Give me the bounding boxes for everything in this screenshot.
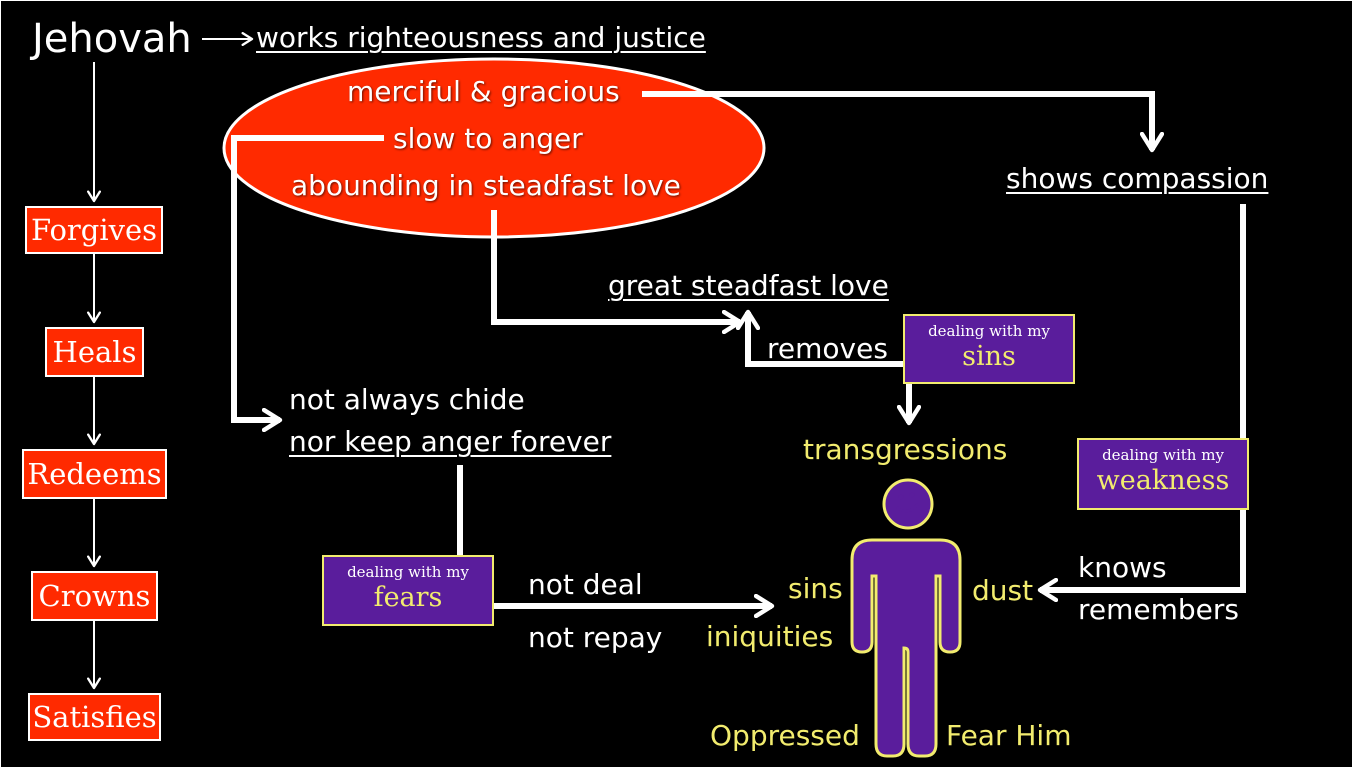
shows-compassion-text: shows compassion — [1006, 162, 1269, 195]
arrow-removes-bracket — [748, 312, 905, 367]
person-figure — [850, 478, 962, 758]
attribute-merciful: merciful & gracious — [347, 75, 620, 108]
dealing-weakness-box: dealing with my weakness — [1077, 438, 1249, 510]
transgressions-text: transgressions — [803, 433, 1008, 466]
box-satisfies: Satisfies — [28, 693, 161, 741]
arrow-slow-chide — [231, 135, 384, 420]
not-always-chide-text: not always chide — [289, 383, 525, 416]
attribute-slow-to-anger: slow to anger — [393, 122, 583, 155]
box-heals: Heals — [45, 327, 144, 377]
attribute-abounding: abounding in steadfast love — [291, 169, 681, 202]
nor-keep-anger-text: nor keep anger forever — [289, 425, 612, 458]
removes-text: removes — [767, 332, 888, 365]
dealing-fears-box: dealing with my fears — [322, 555, 494, 626]
dealing-fears-label: fears — [373, 582, 443, 613]
person-body — [850, 538, 962, 758]
works-righteousness-text: works righteousness and justice — [256, 21, 706, 54]
dealing-fears-prefix: dealing with my — [347, 563, 469, 581]
knows-text: knows — [1078, 551, 1167, 584]
remembers-text: remembers — [1078, 593, 1239, 626]
arrow-compassion-dust — [1040, 204, 1246, 590]
oppressed-text: Oppressed — [710, 719, 860, 752]
iniquities-text: iniquities — [706, 620, 834, 653]
arrow-abounding-greatlove — [491, 210, 740, 322]
not-repay-text: not repay — [528, 621, 663, 654]
arrow-merciful-compassion — [642, 91, 1152, 150]
person-head — [882, 478, 934, 530]
title-jehovah: Jehovah — [32, 16, 192, 62]
not-deal-text: not deal — [528, 568, 643, 601]
great-steadfast-love-text: great steadfast love — [608, 269, 889, 302]
dust-text: dust — [972, 574, 1034, 607]
box-forgives: Forgives — [25, 206, 163, 254]
dealing-sins-box: dealing with my sins — [903, 314, 1075, 384]
dealing-sins-label: sins — [962, 341, 1016, 372]
fear-him-text: Fear Him — [946, 719, 1072, 752]
dealing-weakness-label: weakness — [1096, 465, 1230, 496]
person-sins-text: sins — [788, 572, 843, 605]
box-redeems: Redeems — [22, 449, 167, 499]
box-crowns: Crowns — [31, 571, 158, 621]
dealing-weakness-prefix: dealing with my — [1102, 446, 1224, 464]
smiley-face — [896, 492, 919, 513]
dealing-sins-prefix: dealing with my — [928, 322, 1050, 340]
